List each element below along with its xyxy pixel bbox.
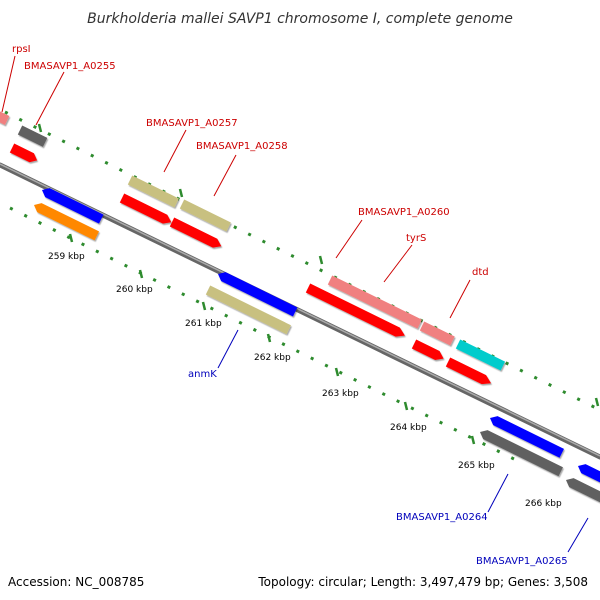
- topology-text: Topology: circular; Length: 3,497,479 bp…: [257, 575, 588, 589]
- kbp-label-264: 264 kbp: [390, 423, 427, 433]
- gene-orange[interactable]: [32, 201, 100, 241]
- gene-bmasavp1-a0264[interactable]: [478, 428, 563, 477]
- major-ticks: [68, 233, 476, 445]
- gene-blue-anmk[interactable]: [216, 270, 298, 317]
- gene-dtd[interactable]: [455, 339, 506, 371]
- kbp-label-259: 259 kbp: [48, 252, 85, 262]
- label-bmasavp1-a0258[interactable]: BMASAVP1_A0258: [196, 141, 288, 152]
- label-leaders: [1, 55, 589, 553]
- kbp-label-263: 263 kbp: [322, 389, 359, 399]
- gene-labels: rpsI BMASAVP1_A0255 BMASAVP1_A0257 BMASA…: [12, 44, 568, 567]
- tick-track-outer: [4, 110, 600, 412]
- kbp-label-260: 260 kbp: [116, 285, 153, 295]
- gene-a0258[interactable]: [169, 217, 224, 251]
- kbp-label-265: 265 kbp: [458, 461, 495, 471]
- gene-blue-1[interactable]: [40, 186, 104, 224]
- label-bmasavp1-a0265[interactable]: BMASAVP1_A0265: [476, 556, 568, 567]
- label-bmasavp1-a0255[interactable]: BMASAVP1_A0255: [24, 61, 116, 72]
- gene-bmasavp1-a0255[interactable]: [17, 125, 48, 147]
- accession-text: Accession: NC_008785: [8, 575, 144, 589]
- gene-red-long[interactable]: [305, 283, 407, 341]
- label-rpsi[interactable]: rpsI: [12, 44, 31, 55]
- label-dtd[interactable]: dtd: [472, 267, 489, 278]
- major-ticks-outer: [37, 123, 600, 407]
- gene-olive-1[interactable]: [127, 175, 179, 208]
- gene-blue-a0265[interactable]: [576, 462, 600, 484]
- gene-blue-a0264[interactable]: [488, 414, 564, 458]
- gene-tyrs[interactable]: [419, 321, 455, 346]
- kbp-labels: 259 kbp 260 kbp 261 kbp 262 kbp 263 kbp …: [48, 252, 562, 509]
- gene-features-inner: [32, 186, 600, 504]
- gene-red-short-1[interactable]: [411, 339, 446, 364]
- map-title: Burkholderia mallei SAVP1 chromosome I, …: [87, 11, 513, 27]
- label-bmasavp1-a0257[interactable]: BMASAVP1_A0257: [146, 118, 238, 129]
- kbp-label-261: 261 kbp: [185, 319, 222, 329]
- gene-rpsi[interactable]: [0, 109, 10, 126]
- label-anmk[interactable]: anmK: [188, 369, 217, 380]
- kbp-label-266: 266 kbp: [525, 499, 562, 509]
- label-tyrs[interactable]: tyrS: [406, 233, 426, 244]
- gene-a0257-forward[interactable]: [9, 143, 40, 165]
- gene-bmasavp1-a0260[interactable]: [327, 275, 422, 329]
- gene-bmasavp1-a0265[interactable]: [564, 476, 600, 504]
- gene-features-outer: [0, 109, 506, 388]
- gene-olive-anmk[interactable]: [205, 285, 291, 335]
- gene-olive-2[interactable]: [179, 199, 231, 232]
- backbone: [0, 162, 600, 460]
- kbp-label-262: 262 kbp: [254, 353, 291, 363]
- gene-a0257[interactable]: [119, 193, 174, 227]
- gene-red-short-2[interactable]: [445, 357, 493, 388]
- label-bmasavp1-a0264[interactable]: BMASAVP1_A0264: [396, 512, 488, 523]
- label-bmasavp1-a0260[interactable]: BMASAVP1_A0260: [358, 207, 450, 218]
